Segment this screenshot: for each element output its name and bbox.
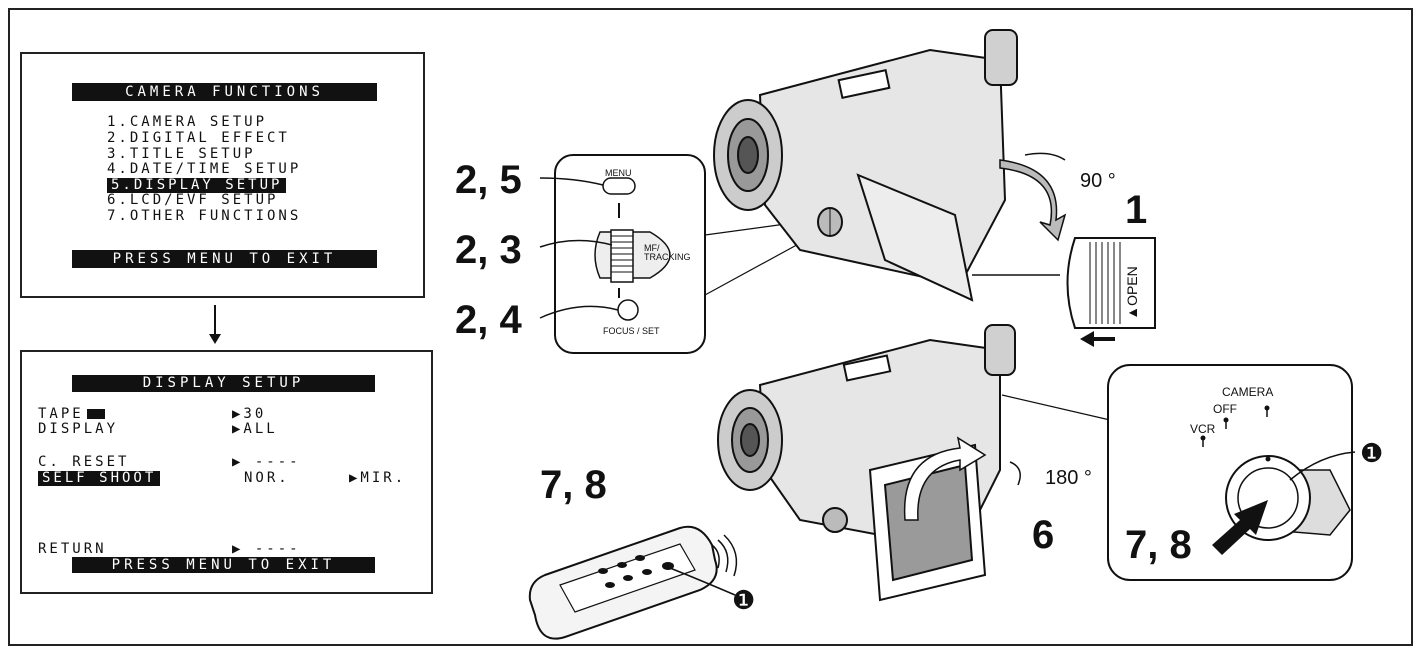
selfshoot-label-highlighted: SELF SHOOT xyxy=(38,471,161,486)
selfshoot-nor: NOR. xyxy=(244,470,290,486)
tape-icon xyxy=(86,409,105,419)
step-7-8-remote-label: 7, 8 xyxy=(540,463,607,507)
menu1-footer: PRESS MENU TO EXIT xyxy=(72,250,377,268)
step-2-4-label: 2, 4 xyxy=(455,298,522,342)
open-label: ▲OPEN xyxy=(1123,266,1140,320)
menu-button-shape xyxy=(602,177,636,195)
return-value: ▶ ---- xyxy=(232,541,301,557)
creset-label: C. RESET xyxy=(38,454,130,470)
tape-label: TAPE xyxy=(38,407,105,422)
focus-set-button-shape xyxy=(617,299,639,321)
callout-dial: ❶ xyxy=(1360,438,1384,468)
open-latch xyxy=(972,237,1156,347)
camcorder-bottom xyxy=(717,324,1016,602)
remote-control xyxy=(528,525,738,640)
off-mode-label: OFF xyxy=(1213,402,1237,416)
diagram-frame xyxy=(8,8,1413,646)
mf-tracking-label-2: TRACKING xyxy=(644,252,691,262)
mf-tracking-label-1: MF/ xyxy=(644,243,660,253)
vcr-mode-label: VCR xyxy=(1190,422,1216,436)
menu1-item-5-highlighted: 5.DISPLAY SETUP xyxy=(107,178,287,193)
lcd-panel-top xyxy=(856,173,974,302)
menu1-item-1: 1.CAMERA SETUP xyxy=(107,114,268,130)
rotate-180-arrow xyxy=(903,436,987,521)
menu2-title: DISPLAY SETUP xyxy=(72,375,375,392)
menu-button-label: MENU xyxy=(605,168,632,178)
menu1-item-4: 4.DATE/TIME SETUP xyxy=(107,161,302,177)
menu1-item-3: 3.TITLE SETUP xyxy=(107,146,256,162)
creset-value: ▶ ---- xyxy=(232,454,301,470)
step-1-label: 1 xyxy=(1125,188,1148,232)
tape-value: ▶30 xyxy=(232,406,267,422)
step-2-3-label: 2, 3 xyxy=(455,228,522,272)
menu2-footer: PRESS MENU TO EXIT xyxy=(72,557,375,573)
camcorder-top xyxy=(713,29,1018,302)
camera-functions-screen: CAMERA FUNCTIONS 1.CAMERA SETUP 2.DIGITA… xyxy=(20,52,425,298)
step-7-8-dial-label: 7, 8 xyxy=(1125,523,1192,567)
callout-remote: ❶ xyxy=(732,585,756,615)
power-dial-closeup xyxy=(1001,364,1356,581)
jog-dial xyxy=(610,229,634,283)
step-6-label: 6 xyxy=(1032,513,1055,557)
focus-set-label: FOCUS / SET xyxy=(603,326,660,336)
display-label: DISPLAY xyxy=(38,421,119,437)
display-setup-screen: DISPLAY SETUP TAPE ▶30 DISPLAY ▶ALL C. R… xyxy=(20,350,433,594)
display-value: ▶ALL xyxy=(232,421,278,437)
angle-90-label: 90 ° xyxy=(1080,170,1116,192)
camera-mode-label: CAMERA xyxy=(1222,385,1274,399)
control-panel-closeup xyxy=(554,154,706,354)
menu1-item-7: 7.OTHER FUNCTIONS xyxy=(107,208,302,224)
menu1-item-2: 2.DIGITAL EFFECT xyxy=(107,130,290,146)
menu1-item-6: 6.LCD/EVF SETUP xyxy=(107,192,279,208)
angle-180-label: 180 ° xyxy=(1045,467,1092,489)
return-label: RETURN xyxy=(38,541,107,557)
menu1-title: CAMERA FUNCTIONS xyxy=(72,83,377,101)
selfshoot-mir: ▶MIR. xyxy=(349,470,407,486)
step-2-5-label: 2, 5 xyxy=(455,158,522,202)
rotate-90-arrow xyxy=(999,159,1067,242)
